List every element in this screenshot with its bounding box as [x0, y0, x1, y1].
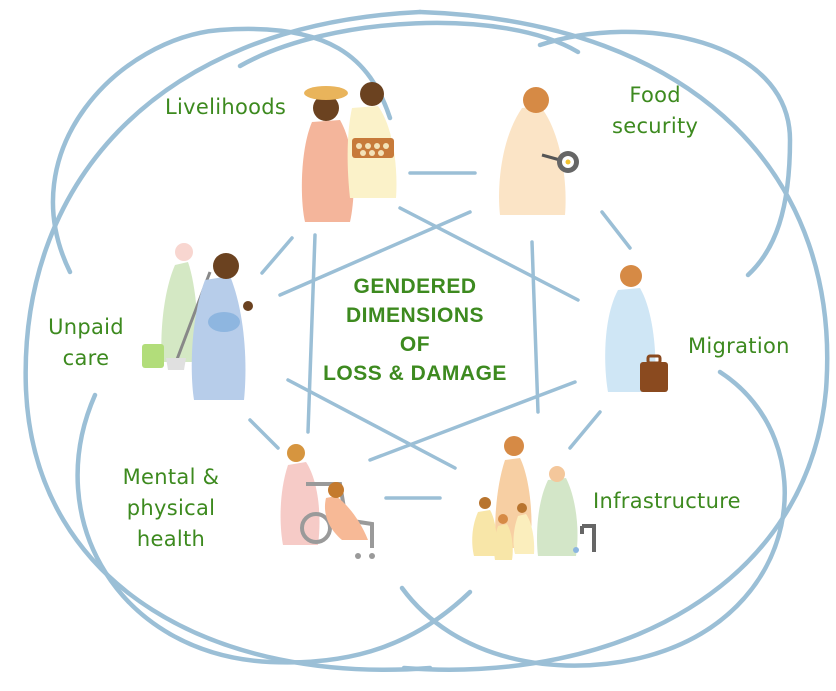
loop-curve-upper-right [537, 29, 793, 278]
seated-figure-peach [324, 496, 368, 540]
head [498, 514, 508, 524]
head [360, 82, 384, 106]
head [517, 503, 527, 513]
connector [248, 418, 280, 450]
label-line: care [62, 346, 110, 370]
loop-curves [23, 9, 830, 672]
head [479, 497, 491, 509]
food-security-figure [499, 87, 579, 215]
connector [260, 236, 294, 275]
label-line: Livelihoods [165, 95, 287, 119]
label-food-security: Food security [612, 80, 698, 142]
woman-figure-cream [499, 106, 566, 215]
head [504, 436, 524, 456]
hand [243, 301, 253, 311]
loop-curve-lower-left [75, 392, 473, 665]
title-line: GENDERED [353, 275, 477, 298]
connector [398, 206, 580, 302]
label-health: Mental & physical health [116, 462, 226, 555]
pan-handle [541, 153, 561, 162]
egg-yolk [565, 159, 571, 165]
connector [600, 210, 632, 250]
baby-bundle [208, 312, 240, 332]
connector [530, 240, 540, 414]
mop-head [166, 358, 186, 370]
label-line: health [136, 527, 206, 551]
loop-curve-upper-left [50, 26, 393, 275]
label-line: physical [126, 496, 216, 520]
connector [286, 378, 457, 470]
child-figure [494, 524, 513, 560]
water-tap [580, 524, 596, 552]
label-line: Food [629, 83, 681, 107]
loop-curve-right [401, 9, 830, 672]
head [313, 95, 339, 121]
woman-figure-peach [301, 120, 354, 222]
head [175, 243, 193, 261]
connector-lines [248, 171, 632, 500]
suitcase [640, 362, 668, 392]
head [523, 87, 549, 113]
label-infrastructure: Infrastructure [593, 486, 741, 517]
diagram-title: GENDERED DIMENSIONS OF LOSS & DAMAGE [315, 272, 515, 388]
label-livelihoods: Livelihoods [165, 92, 286, 123]
head [620, 265, 642, 287]
label-line: security [612, 114, 699, 138]
title-line: OF [399, 333, 431, 356]
title-line: LOSS & DAMAGE [323, 362, 507, 385]
title-line: DIMENSIONS [345, 304, 484, 327]
bucket [142, 344, 164, 368]
infrastructure-figures [472, 436, 596, 560]
basket-on-head [304, 86, 348, 100]
connector [568, 410, 602, 450]
head [213, 253, 239, 279]
unpaid-care-figures [142, 243, 253, 400]
connector [306, 233, 317, 434]
tray-items [356, 143, 389, 156]
label-line: Mental & [122, 465, 220, 489]
wheelchair-wheel [300, 512, 332, 544]
child-figure [472, 510, 497, 556]
caregiver-figure-pink [280, 462, 320, 545]
wheelchair-caster [355, 553, 361, 559]
head [328, 482, 344, 498]
label-unpaid-care: Unpaid care [46, 312, 126, 374]
child-figure [513, 514, 535, 554]
label-line: Migration [688, 334, 790, 358]
woman-figure-sage [537, 478, 578, 556]
loop-curve-lower-right [399, 369, 787, 668]
label-line: Unpaid [48, 315, 124, 339]
woman-figure-lightblue [191, 276, 246, 400]
connector [368, 380, 577, 462]
wheelchair-caster [369, 553, 375, 559]
health-figures [280, 444, 375, 559]
suitcase-handle [646, 354, 662, 365]
loop-curve-top-inner [237, 20, 581, 69]
head [287, 444, 305, 462]
head [549, 466, 565, 482]
child-figure-green [161, 262, 198, 362]
label-line: Infrastructure [593, 489, 741, 513]
loop-curve-left [23, 9, 433, 672]
livelihoods-figures [301, 82, 397, 222]
migration-figure [605, 265, 668, 392]
label-migration: Migration [688, 331, 790, 362]
water-drop [573, 547, 579, 553]
